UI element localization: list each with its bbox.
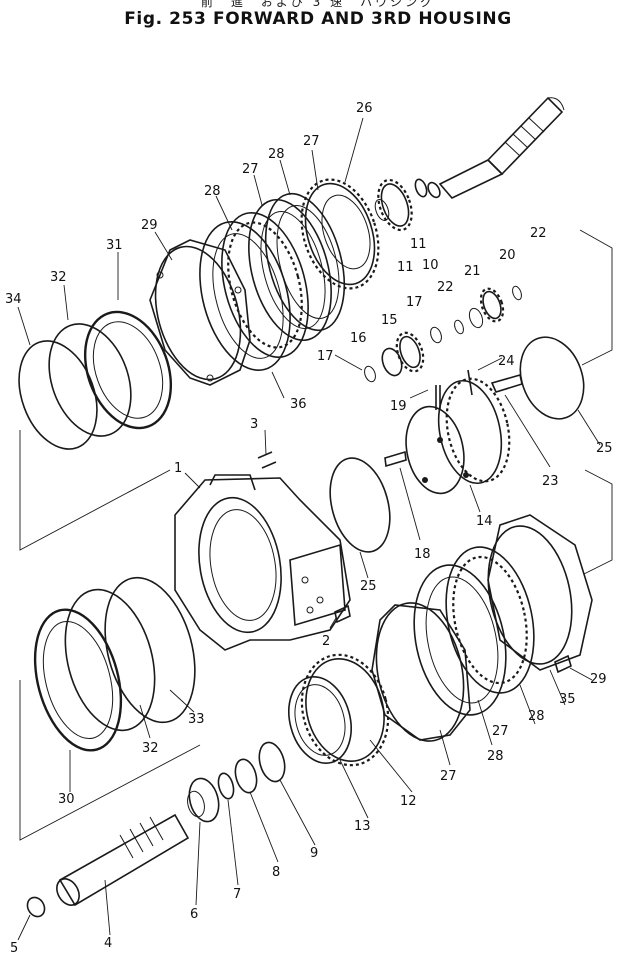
gear-10 <box>374 178 428 232</box>
callout-6: 6 <box>190 907 198 922</box>
callout-27: 27 <box>492 724 509 739</box>
callout-11: 11 <box>410 237 427 252</box>
callout-26: 26 <box>356 101 373 116</box>
part-1-housing <box>174 451 351 651</box>
callout-29: 29 <box>141 218 158 233</box>
figure-title: Fig. 253 FORWARD AND 3RD HOUSING <box>124 9 512 29</box>
ring-25-upper <box>519 336 585 420</box>
callout-23: 23 <box>542 474 559 489</box>
callout-19: 19 <box>390 399 407 414</box>
figure-title-japanese: 前 進 および 3 速 ハウジング <box>200 0 436 9</box>
callout-16: 16 <box>350 331 367 346</box>
callout-7: 7 <box>233 887 241 902</box>
callout-32: 32 <box>142 741 159 756</box>
callout-27: 27 <box>303 134 320 149</box>
callout-28: 28 <box>268 147 285 162</box>
callout-8: 8 <box>272 865 280 880</box>
callout-13: 13 <box>354 819 371 834</box>
callout-9: 9 <box>310 846 318 861</box>
bracket-left <box>19 430 201 841</box>
small-rings-lower <box>187 741 286 823</box>
callout-34: 34 <box>5 292 22 307</box>
callout-30: 30 <box>58 792 75 807</box>
callout-24: 24 <box>498 354 515 369</box>
callout-3: 3 <box>250 417 258 432</box>
callout-29: 29 <box>590 672 607 687</box>
clutch-plates-bottom <box>371 514 593 742</box>
part-29-end-plate-top <box>149 239 251 386</box>
callout-33: 33 <box>188 712 205 727</box>
callout-17: 17 <box>406 295 423 310</box>
callout-10: 10 <box>422 258 439 273</box>
gear-20 <box>454 285 522 335</box>
callout-21: 21 <box>464 264 481 279</box>
callout-15: 15 <box>381 313 398 328</box>
part-14-carrier <box>384 369 523 495</box>
clutch-plates-top <box>199 192 346 372</box>
callout-4: 4 <box>104 936 112 951</box>
callout-2: 2 <box>322 634 330 649</box>
part-26-gear <box>300 178 380 290</box>
callout-17: 17 <box>317 349 334 364</box>
callout-27: 27 <box>242 162 259 177</box>
callout-14: 14 <box>476 514 493 529</box>
bracket-right <box>579 229 613 575</box>
callout-22: 22 <box>437 280 454 295</box>
callout-36: 36 <box>290 397 307 412</box>
ring-25-lower <box>329 457 391 553</box>
callout-25: 25 <box>360 579 377 594</box>
callout-27: 27 <box>440 769 457 784</box>
figure-header: 前 進 および 3 速 ハウジング Fig. 253 FORWARD AND 3… <box>0 0 636 34</box>
callout-32: 32 <box>50 270 67 285</box>
output-shaft <box>427 96 565 199</box>
callout-31: 31 <box>106 238 123 253</box>
callout-22: 22 <box>530 226 547 241</box>
callout-25: 25 <box>596 441 613 456</box>
seal-rings-top <box>18 310 173 450</box>
callout-28: 28 <box>204 184 221 199</box>
callout-labels: 26 27 28 27 28 29 31 32 34 11 11 10 22 2… <box>5 101 613 956</box>
part-4-input-shaft <box>26 813 190 918</box>
callout-20: 20 <box>499 248 516 263</box>
callout-1: 1 <box>174 461 182 476</box>
gear-15-16 <box>364 326 442 383</box>
seal-rings-bottom <box>33 576 196 752</box>
callout-18: 18 <box>414 547 431 562</box>
callout-5: 5 <box>10 941 18 956</box>
callout-28: 28 <box>528 709 545 724</box>
callout-35: 35 <box>559 692 576 707</box>
callout-11: 11 <box>397 260 414 275</box>
part-12-gear <box>288 653 390 767</box>
leader-lines <box>17 117 601 941</box>
callout-12: 12 <box>400 794 417 809</box>
callout-28: 28 <box>487 749 504 764</box>
